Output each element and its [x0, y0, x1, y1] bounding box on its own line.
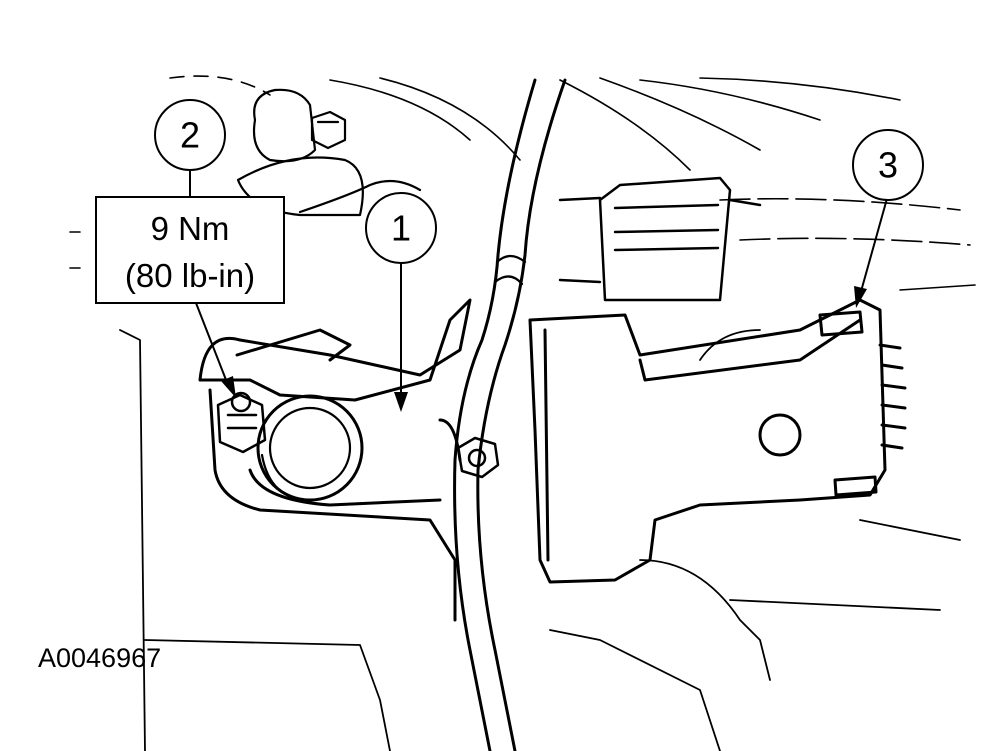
callout-number: 2: [180, 115, 200, 156]
line-art: [69, 75, 976, 751]
callout-circle: [154, 99, 226, 171]
callout-number: 1: [391, 208, 411, 249]
torque-spec-box: 9 Nm (80 lb-in): [95, 196, 285, 304]
bracket-nut: [456, 436, 500, 479]
mounting-bracket: [198, 298, 472, 622]
arrowhead-callout-3: [854, 286, 867, 308]
callout-1: 1: [365, 192, 437, 264]
torque-box-frame: [95, 196, 285, 304]
arrowhead-bolt: [221, 376, 236, 398]
leader-torque-to-bolt: [195, 302, 229, 386]
callout-2: 2: [154, 99, 226, 171]
callout-3: 3: [852, 129, 924, 201]
arrowhead-callout-1: [394, 392, 408, 412]
background-contour-lines: [69, 75, 976, 291]
torque-value-metric: 9 Nm: [151, 210, 230, 247]
bolt: [216, 391, 267, 454]
connector-block: [558, 176, 762, 302]
arrowheads: [221, 286, 867, 412]
callout-circle: [852, 129, 924, 201]
main-cable: [453, 78, 567, 751]
figure-id: A0046967: [38, 643, 161, 673]
callout-number: 3: [878, 145, 898, 186]
callout-circle: [365, 192, 437, 264]
leader-callout-3: [859, 194, 889, 296]
module-housing: [528, 298, 907, 584]
round-boss: [256, 394, 364, 502]
torque-value-imperial: (80 lb-in): [125, 257, 255, 294]
lower-structure: [119, 329, 961, 751]
leader-lines: [189, 170, 889, 400]
